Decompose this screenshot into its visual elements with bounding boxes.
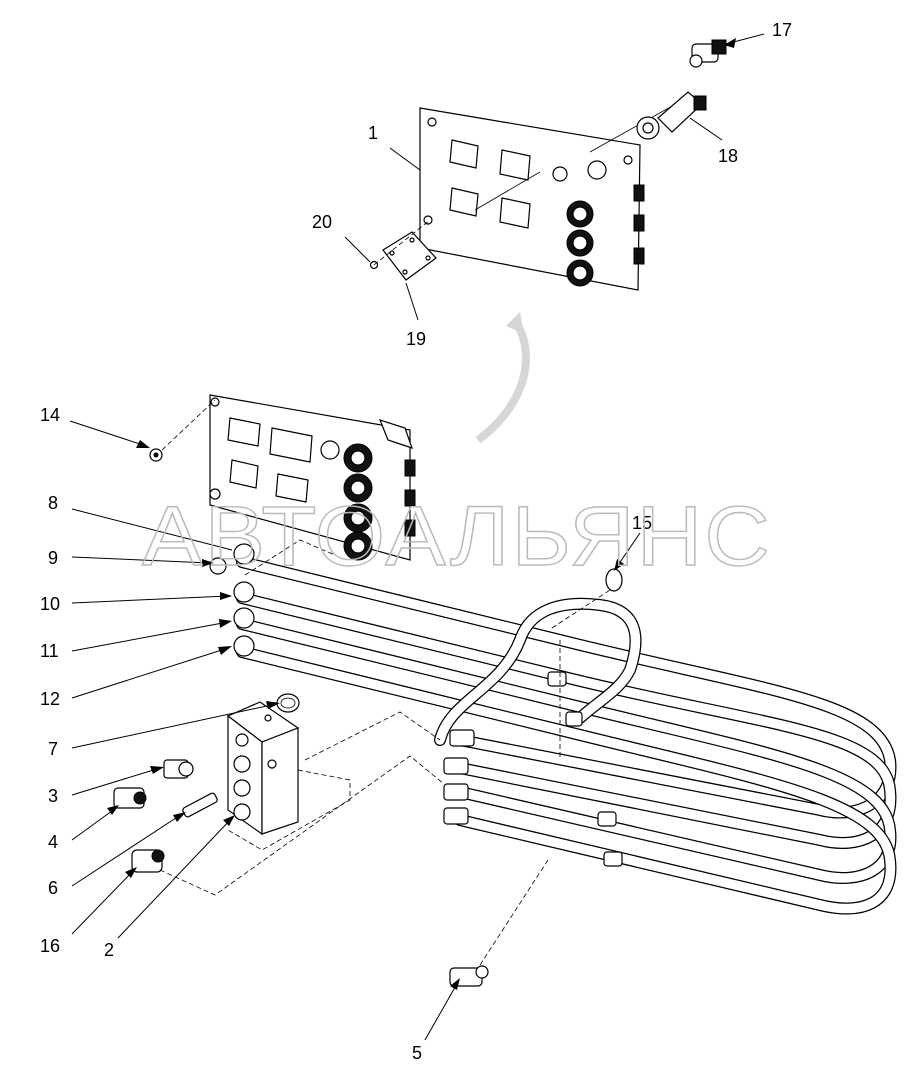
o-ring-7-inner bbox=[280, 697, 296, 709]
elbow-fitting-17 bbox=[689, 39, 727, 68]
callout-8: 8 bbox=[48, 493, 58, 513]
callout-4: 4 bbox=[48, 832, 58, 852]
callout-14: 14 bbox=[40, 405, 60, 425]
cover-plate-19 bbox=[382, 231, 437, 281]
callout-1: 1 bbox=[368, 123, 378, 143]
pin-6 bbox=[182, 792, 218, 818]
upper-panel-plates bbox=[449, 139, 531, 229]
assembly-arrow-head bbox=[506, 312, 524, 334]
valve-block-2 bbox=[226, 701, 300, 836]
callout-17: 17 bbox=[772, 20, 792, 40]
callout-12: 12 bbox=[40, 689, 60, 709]
upper-panel bbox=[419, 95, 691, 291]
callout-10: 10 bbox=[40, 594, 60, 614]
callout-18: 18 bbox=[718, 146, 738, 166]
hoses bbox=[236, 556, 897, 915]
callout-19: 19 bbox=[406, 329, 426, 349]
fitting-18 bbox=[636, 91, 707, 140]
callout-9: 9 bbox=[48, 548, 58, 568]
leader-lines bbox=[69, 33, 765, 1041]
callout-15: 15 bbox=[632, 513, 652, 533]
assembly-arrow bbox=[475, 317, 530, 444]
upper-panel-fittings bbox=[566, 184, 645, 287]
callout-6: 6 bbox=[48, 878, 58, 898]
assembly-dash-lines bbox=[159, 219, 611, 966]
callout-20: 20 bbox=[312, 212, 332, 232]
callout-3: 3 bbox=[48, 786, 58, 806]
hose-end-fittings bbox=[209, 543, 255, 657]
callout-labels: 1 17 18 20 19 14 8 9 10 11 12 7 3 4 6 16… bbox=[40, 20, 792, 1063]
callout-7: 7 bbox=[48, 739, 58, 759]
adapter-3 bbox=[163, 759, 194, 779]
watermark: АВТОАЛЬЯНС bbox=[142, 489, 772, 583]
o-ring-7 bbox=[276, 693, 300, 713]
callout-11: 11 bbox=[40, 641, 59, 661]
elbow-fitting-4 bbox=[113, 787, 147, 809]
callout-16: 16 bbox=[40, 936, 60, 956]
lower-panel bbox=[209, 394, 416, 561]
callout-5: 5 bbox=[412, 1043, 422, 1063]
callout-2: 2 bbox=[104, 940, 114, 960]
elbow-fitting-16 bbox=[131, 849, 165, 873]
ring-15 bbox=[605, 568, 623, 592]
screw-14 bbox=[149, 448, 163, 462]
